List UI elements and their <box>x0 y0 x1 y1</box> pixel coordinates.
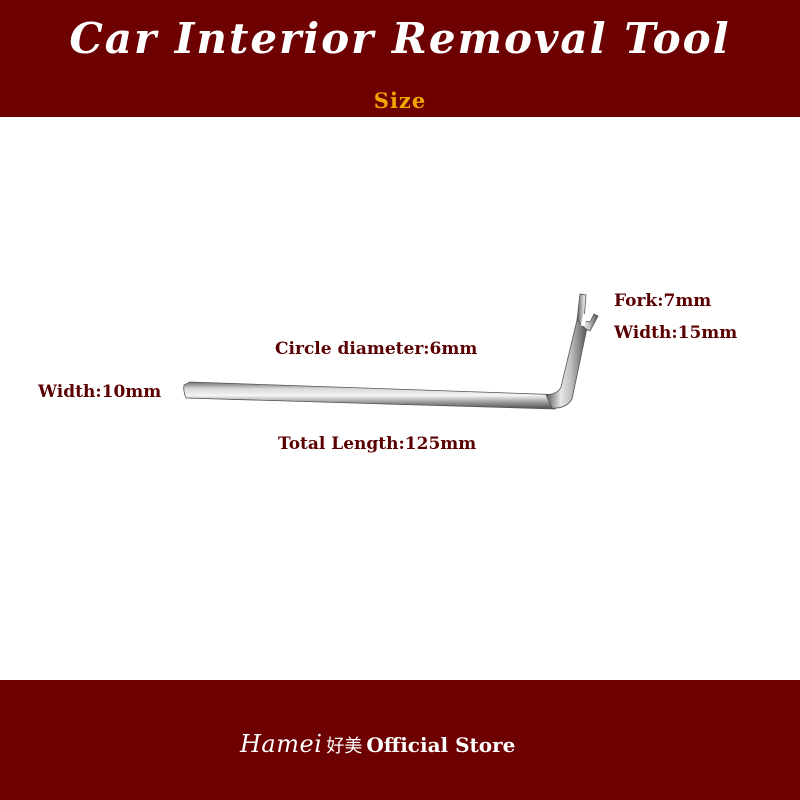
removal-tool-image <box>183 293 599 410</box>
footer-banner: Hamei 好美 Official Store <box>0 680 800 800</box>
tool-arm <box>545 319 589 409</box>
brand-store-text: Official Store <box>366 733 516 757</box>
page-title: Car Interior Removal Tool <box>69 14 731 63</box>
brand-logo: Hamei <box>240 730 323 758</box>
handle-width-label: Width:10mm <box>38 382 162 402</box>
tool-fork-slot <box>580 313 588 327</box>
fork-label: Fork:7mm <box>614 291 712 311</box>
brand-chinese-name: 好美 <box>326 736 363 757</box>
circle-diameter-label: Circle diameter:6mm <box>275 339 478 359</box>
section-subtitle: Size <box>373 88 427 113</box>
product-diagram: Fork:7mm Width:15mm Circle diameter:6mm … <box>0 117 800 680</box>
tool-shaft <box>183 381 567 410</box>
header-banner: Car Interior Removal Tool Size <box>0 0 800 117</box>
brand: Hamei 好美 Official Store <box>240 730 515 758</box>
total-length-label: Total Length:125mm <box>278 434 477 454</box>
fork-width-label: Width:15mm <box>614 323 738 343</box>
